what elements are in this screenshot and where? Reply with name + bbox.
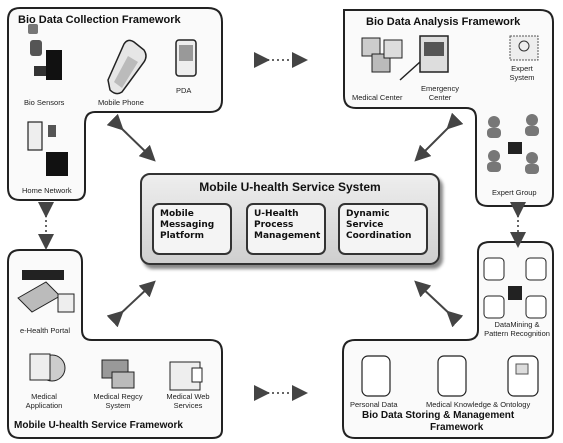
medical-center-icon	[361, 37, 403, 73]
module-line: Process	[254, 220, 294, 230]
expert-system-label: Expert System	[509, 64, 535, 82]
module-mobile-messaging: Mobile Messaging Platform	[152, 203, 232, 255]
medical-knowledge-label: Medical Knowledge & Ontology	[426, 400, 531, 409]
collection-framework-title: Bio Data Collection Framework	[18, 14, 181, 26]
service-framework-title: Mobile U-health Service Framework	[14, 420, 183, 431]
bio-sensors-label: Bio Sensors	[24, 98, 65, 107]
personal-data-label: Personal Data	[350, 400, 398, 409]
module-line: Management	[254, 231, 321, 241]
pda-icon	[175, 39, 197, 77]
medical-web-services-icon	[169, 361, 203, 391]
medical-regcy-system-icon	[101, 359, 135, 389]
e-health-portal-icon	[17, 270, 75, 313]
u-health-service-system: Mobile U-health Service System Mobile Me…	[140, 173, 440, 265]
storing-framework-title-line2: Framework	[430, 422, 484, 433]
home-network-label: Home Network	[22, 186, 72, 195]
module-line: Mobile	[160, 209, 194, 219]
arrow-collection-center	[106, 113, 156, 162]
medical-application-label: Medical Application	[25, 392, 63, 410]
bio-sensors-icon	[28, 24, 62, 80]
e-health-portal-label: e-Health Portal	[20, 326, 71, 335]
ontology-icon	[507, 355, 539, 397]
module-line: Platform	[160, 231, 204, 241]
storing-framework-title-line1: Bio Data Storing & Management	[362, 410, 515, 421]
panel-storing-outline	[342, 241, 554, 439]
medical-knowledge-icon	[437, 355, 467, 397]
datamining-icon	[483, 257, 547, 319]
medical-regcy-system-label: Medical Regcy System	[93, 392, 143, 410]
module-line: Service	[346, 220, 384, 230]
medical-application-icon	[29, 353, 66, 382]
personal-data-icon	[361, 355, 391, 397]
arrow-analysis-center	[414, 112, 464, 162]
mobile-phone-icon	[107, 39, 147, 95]
expert-group-icon	[487, 114, 539, 174]
module-line: Coordination	[346, 231, 412, 241]
expert-system-icon	[509, 35, 539, 61]
panel-analysis-outline	[343, 9, 554, 207]
arrow-storing-center	[414, 280, 464, 328]
module-line: U-Health	[254, 209, 299, 219]
expert-group-label: Expert Group	[492, 188, 537, 197]
medical-center-label: Medical Center	[352, 93, 403, 102]
mobile-phone-label: Mobile Phone	[98, 98, 144, 107]
pda-label: PDA	[176, 86, 192, 95]
home-network-icon	[27, 121, 68, 176]
arrow-service-center	[106, 280, 156, 328]
module-line: Dynamic	[346, 209, 390, 219]
emergency-center-label: Emergency Center	[421, 84, 459, 102]
module-process-management: U-Health Process Management	[246, 203, 326, 255]
module-service-coordination: Dynamic Service Coordination	[338, 203, 428, 255]
system-title: Mobile U-health Service System	[199, 180, 381, 194]
medical-web-services-label: Medical Web Services	[166, 392, 210, 410]
emergency-center-icon	[399, 35, 449, 81]
analysis-framework-title: Bio Data Analysis Framework	[366, 16, 521, 28]
datamining-label: DataMining & Pattern Recognition	[484, 320, 550, 338]
module-line: Messaging	[160, 220, 215, 230]
